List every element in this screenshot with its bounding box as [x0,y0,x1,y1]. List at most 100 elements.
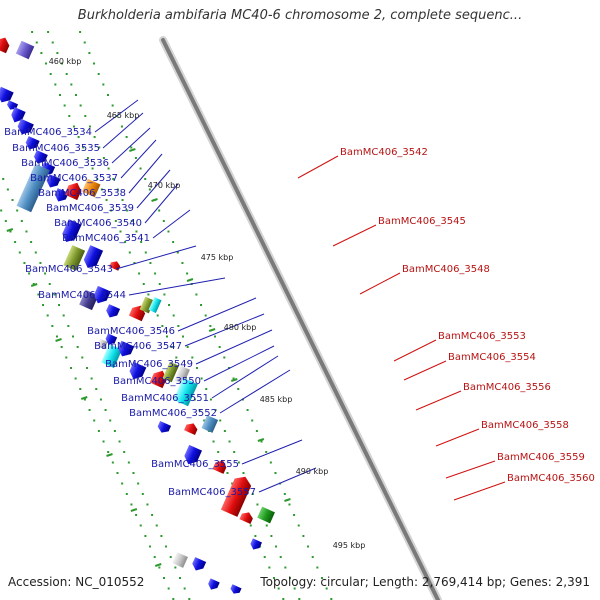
gene-label[interactable]: BamMC406_3537 [30,173,118,184]
scale-tick [6,188,9,191]
gene-label[interactable]: BamMC406_3542 [340,147,428,158]
scale-tick [260,440,263,443]
gene-label[interactable]: BamMC406_3541 [62,233,150,244]
scale-tick [51,325,54,327]
scale-tick-major [208,328,216,332]
label-leader [111,127,151,164]
scale-tick [106,94,109,96]
gene-label[interactable]: BamMC406_3548 [402,264,490,275]
scale-tick [311,556,314,558]
scale-tick [56,335,59,338]
scale-tick [88,409,91,411]
gene-feature [11,107,26,123]
scale-tick [204,314,207,317]
scale-tick [97,73,100,75]
scale-tick [283,493,286,495]
label-leader [144,183,179,224]
scale-tick-major [151,198,158,202]
scale-tick [293,514,296,516]
scale-label: 480 kbp [224,323,257,332]
scale-tick [233,451,236,453]
scale-tick [82,146,85,149]
scale-tick [48,283,51,285]
gene-label[interactable]: BamMC406_3543 [25,264,113,275]
gene-feature [54,188,69,202]
scale-tick [232,377,235,380]
gene-label[interactable]: BamMC406_3545 [378,216,466,227]
scale-tick [133,262,136,264]
scale-tick [47,31,50,33]
label-leader [128,277,226,296]
scale-tick [62,314,65,317]
label-leader [120,139,157,179]
scale-label: 495 kbp [333,541,366,550]
gene-feature [15,40,35,60]
scale-tick [265,451,268,453]
gene-features [0,37,275,594]
scale-tick [302,535,305,537]
scale-tick [223,356,226,359]
gene-feature [64,182,82,201]
scale-tick [142,283,145,285]
scale-tick [148,188,151,191]
scale-tick [160,535,163,537]
scale-tick [242,472,245,474]
gene-label[interactable]: BamMC406_3546 [87,326,175,337]
scale-tick [268,566,271,569]
scale-tick [116,472,119,474]
gene-label[interactable]: BamMC406_3549 [105,359,193,370]
gene-feature [212,460,227,474]
scale-tick [9,230,12,233]
gene-label[interactable]: BamMC406_3556 [463,382,551,393]
scale-tick [102,440,105,443]
gene-label[interactable]: BamMC406_3558 [481,420,569,431]
accession-text: Accession: NC_010552 [8,575,145,589]
scale-tick [125,136,128,138]
scale-tick [130,146,133,149]
scale-tick [111,104,114,107]
scale-tick [11,199,14,201]
gene-label[interactable]: BamMC406_3551 [121,393,209,404]
gene-feature [139,296,155,314]
scale-tick [316,566,319,569]
scale-tick [0,209,3,212]
gene-feature [105,333,118,345]
scale-tick [255,430,258,432]
gene-label[interactable]: BamMC406_3539 [46,203,134,214]
scale-tick [118,440,121,443]
scale-tick [172,598,175,600]
gene-label[interactable]: BamMC406_3553 [438,331,526,342]
scale-tick [85,367,88,369]
gene-label[interactable]: BamMC406_3536 [21,158,109,169]
gene-label[interactable]: BamMC406_3534 [4,127,92,138]
scale-tick [177,325,180,327]
gene-label[interactable]: BamMC406_3555 [151,459,239,470]
gene-label[interactable]: BamMC406_3544 [38,290,126,301]
gene-label[interactable]: BamMC406_3559 [497,452,585,463]
label-leader [115,245,197,270]
scale-tick [107,451,110,453]
scale-tick [37,293,40,296]
scale-tick [217,451,220,453]
scale-tick-major [129,148,136,152]
scale-tick [135,230,138,233]
scale-tick [163,577,166,579]
scale-tick [144,535,147,537]
scale-tick [325,587,328,590]
gene-label[interactable]: BamMC406_3560 [507,473,595,484]
gene-feature [81,178,101,198]
gene-label[interactable]: BamMC406_3550 [113,376,201,387]
scale-tick [193,398,196,401]
scale-tick [83,41,86,44]
gene-label[interactable]: BamMC406_3554 [448,352,536,363]
scale-tick [112,178,115,180]
gene-label[interactable]: BamMC406_3557 [168,487,256,498]
gene-label[interactable]: BamMC406_3547 [94,341,182,352]
gene-label[interactable]: BamMC406_3540 [54,218,142,229]
scale-tick [273,577,276,579]
gene-label[interactable]: BamMC406_3552 [129,408,217,419]
label-leader [435,428,480,447]
gene-label[interactable]: BamMC406_3538 [38,188,126,199]
gene-label[interactable]: BamMC406_3535 [12,143,100,154]
scale-tick [51,41,54,44]
